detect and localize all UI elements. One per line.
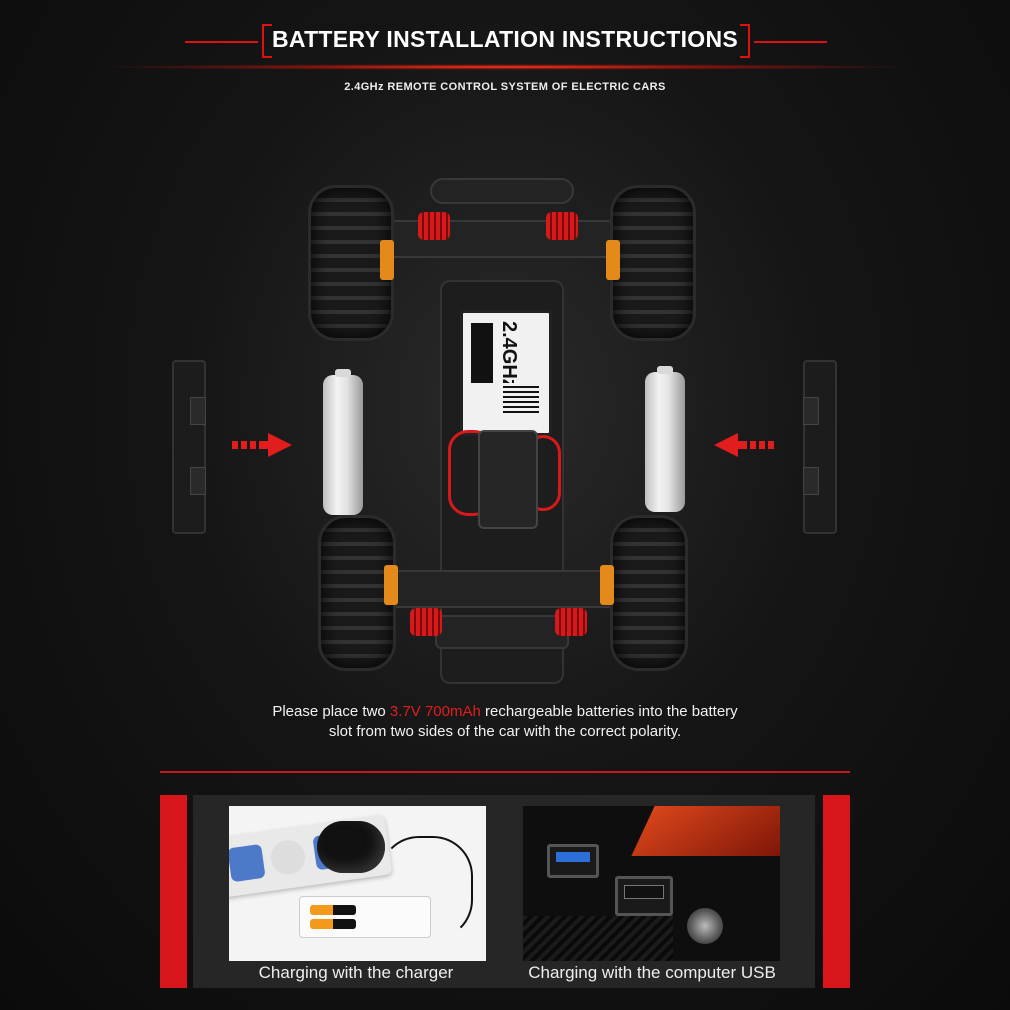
title-line-right: [754, 41, 827, 43]
header: BATTERY INSTALLATION INSTRUCTIONS: [0, 22, 1010, 62]
section-divider: [160, 771, 850, 773]
cover-tab: [803, 397, 819, 425]
arrow-right-icon: [232, 433, 292, 457]
usb3-tongue: [556, 852, 590, 862]
battery-left: [323, 369, 363, 515]
rear-right-tire: [610, 515, 688, 671]
battery-cell: [310, 919, 356, 929]
motor: [478, 430, 538, 529]
receiver-label: 2.4GHz: [498, 321, 520, 389]
battery-terminal: [657, 366, 673, 374]
usb-caption: Charging with the computer USB: [528, 963, 776, 982]
front-right-tire: [610, 185, 696, 341]
title-glow: [90, 64, 920, 70]
pc-vents: [523, 916, 673, 961]
rear-arm: [390, 570, 614, 608]
battery-right: [645, 366, 685, 512]
battery-charger: [299, 896, 431, 938]
red-side-bar-right: [823, 795, 850, 988]
front-bumper: [430, 178, 574, 204]
front-arm: [380, 220, 614, 258]
rc-car-image: 2.4GHz: [300, 160, 700, 684]
instruction-text: Please place two 3.7V 700mAh rechargeabl…: [0, 702, 1010, 742]
title-line-left: [185, 41, 258, 43]
cover-tab: [190, 397, 206, 425]
charger-photo: [229, 806, 486, 961]
power-button-icon: [687, 908, 723, 944]
page-title: BATTERY INSTALLATION INSTRUCTIONS: [271, 26, 739, 52]
instruction-prefix: Please place two: [272, 703, 390, 720]
usb2-port: [615, 876, 673, 916]
rear-right-shock: [555, 608, 587, 636]
battery-cover-right: [803, 360, 837, 534]
rear-bumper: [435, 615, 569, 649]
title-bracket-left: [262, 24, 272, 58]
receiver-stripes: [503, 383, 539, 413]
instruction-line-1: Please place two 3.7V 700mAh rechargeabl…: [0, 702, 1010, 722]
instruction-line-2: slot from two sides of the car with the …: [328, 723, 682, 740]
socket-indicator: [268, 838, 308, 877]
rear-left-hub: [384, 565, 398, 605]
front-left-shock: [418, 212, 450, 240]
usb2-tongue: [624, 885, 664, 899]
battery-terminal: [335, 369, 351, 377]
cover-tab: [803, 467, 819, 495]
title-bracket-right: [740, 24, 750, 58]
front-right-shock: [546, 212, 578, 240]
cover-tab: [190, 467, 206, 495]
charger-caption: Charging with the charger: [258, 963, 454, 982]
battery-spec-highlight: 3.7V 700mAh: [389, 703, 481, 720]
front-right-hub: [606, 240, 620, 280]
front-left-hub: [380, 240, 394, 280]
computer-usb-photo: [523, 806, 780, 961]
receiver-module: 2.4GHz: [460, 310, 552, 436]
battery-cover-left: [172, 360, 206, 534]
battery-cell: [310, 905, 356, 915]
receiver-badge: [471, 323, 493, 383]
instruction-suffix: rechargeable batteries into the battery: [480, 703, 738, 720]
rear-left-shock: [410, 608, 442, 636]
socket: [229, 843, 266, 883]
usb3-port: [547, 844, 599, 878]
rear-right-hub: [600, 565, 614, 605]
page-subtitle: 2.4GHz REMOTE CONTROL SYSTEM OF ELECTRIC…: [344, 81, 666, 93]
arrow-left-icon: [714, 433, 774, 457]
red-side-bar-left: [160, 795, 187, 988]
pc-case-top: [631, 806, 780, 856]
wall-adapter: [317, 821, 385, 873]
charger-cable: [379, 836, 473, 940]
